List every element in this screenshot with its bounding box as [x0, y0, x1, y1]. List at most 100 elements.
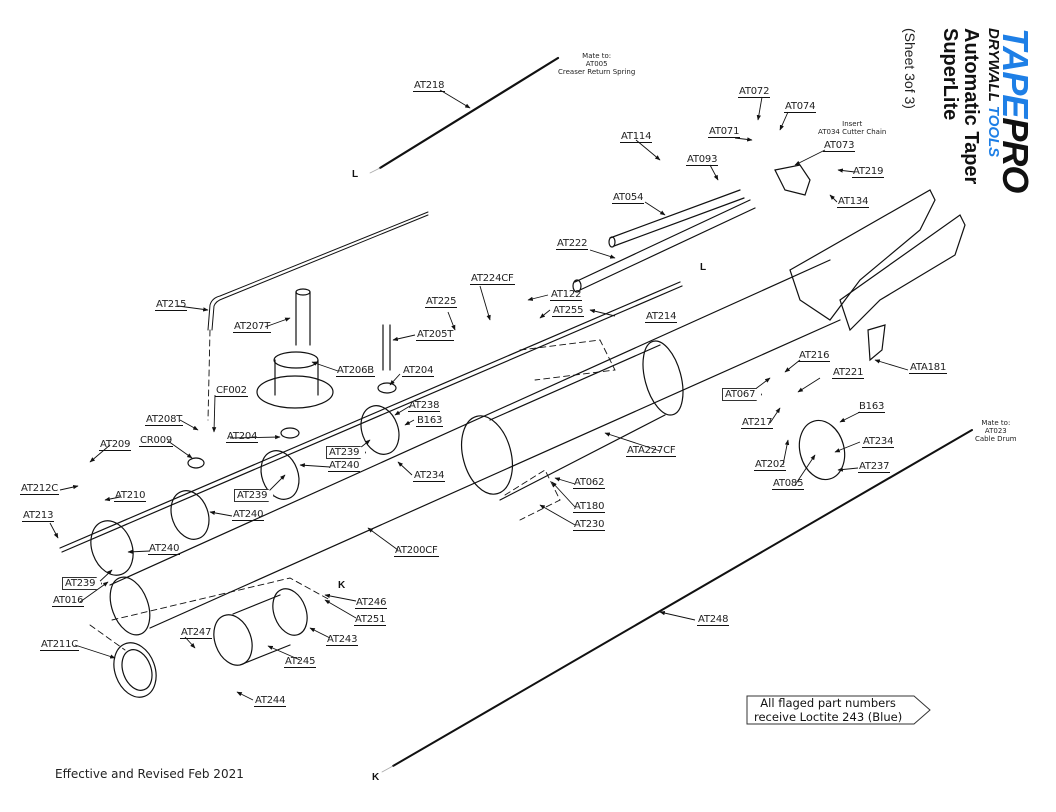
pin-at205t	[382, 324, 391, 371]
ring-at238	[360, 405, 400, 455]
cap-at243	[272, 588, 308, 636]
part-label-at072[interactable]: AT072	[738, 86, 771, 98]
part-label-at237[interactable]: AT237	[858, 461, 891, 473]
ring-at240-a	[90, 520, 134, 576]
part-label-at219[interactable]: AT219	[852, 166, 885, 178]
part-label-at073[interactable]: AT073	[823, 140, 856, 152]
part-label-at240[interactable]: AT240	[328, 460, 361, 472]
part-label-ata181[interactable]: ATA181	[909, 362, 948, 374]
part-label-at248[interactable]: AT248	[697, 614, 730, 626]
loctite-note: All flaged part numbers receive Loctite …	[746, 695, 931, 725]
part-label-at212c[interactable]: AT212C	[20, 483, 60, 495]
tube-at222	[574, 199, 756, 291]
part-label-at202[interactable]: AT202	[754, 459, 787, 471]
part-label-at218[interactable]: AT218	[413, 80, 446, 92]
part-label-at240[interactable]: AT240	[232, 509, 265, 521]
part-label-at245[interactable]: AT245	[284, 656, 317, 668]
part-label-at255[interactable]: AT255	[552, 305, 585, 317]
ring-at240-c	[260, 450, 300, 500]
shaft-at207t	[295, 291, 311, 346]
part-label-at067-flagged[interactable]: AT067	[722, 388, 762, 401]
flag-outline	[746, 695, 931, 725]
connection-letter-k: K	[372, 772, 380, 783]
part-label-at239-flagged[interactable]: AT239	[234, 489, 274, 502]
part-label-at243[interactable]: AT243	[326, 634, 359, 646]
part-label-at238[interactable]: AT238	[408, 400, 441, 412]
revision-footer: Effective and Revised Feb 2021	[55, 767, 244, 781]
part-label-at134[interactable]: AT134	[837, 196, 870, 208]
part-label-at114[interactable]: AT114	[620, 131, 653, 143]
part-label-at213[interactable]: AT213	[22, 510, 55, 522]
part-label-at214[interactable]: AT214	[645, 311, 678, 323]
part-label-at122[interactable]: AT122	[550, 289, 583, 301]
part-label-at054[interactable]: AT054	[612, 192, 645, 204]
part-label-at224cf[interactable]: AT224CF	[470, 273, 515, 285]
product-name: Automatic Taper	[960, 28, 982, 185]
connection-letter-k: K	[338, 580, 346, 591]
part-label-at204[interactable]: AT204	[402, 365, 435, 377]
part-label-at180[interactable]: AT180	[573, 501, 606, 513]
part-label-at221[interactable]: AT221	[832, 367, 865, 379]
insert-note-cutter-chain: Insert AT034 Cutter Chain	[818, 120, 887, 136]
wire-at215	[207, 211, 429, 331]
tube-at200cf	[109, 259, 841, 629]
sleeve-at245	[213, 614, 253, 666]
part-label-at247[interactable]: AT247	[180, 627, 213, 639]
connection-letter-l: L	[352, 169, 359, 180]
part-label-at085[interactable]: AT085	[772, 478, 805, 490]
collar-ata227cf	[461, 415, 513, 495]
ring-at240-b	[170, 490, 210, 540]
part-label-at246[interactable]: AT246	[355, 597, 388, 609]
part-label-at239-flagged[interactable]: AT239	[62, 577, 102, 590]
part-label-at209[interactable]: AT209	[99, 439, 132, 451]
drum-at237	[798, 419, 846, 481]
part-label-at215[interactable]: AT215	[155, 299, 188, 311]
part-label-at071[interactable]: AT071	[708, 126, 741, 138]
part-label-at239-flagged[interactable]: AT239	[326, 446, 366, 459]
cap-at211c	[113, 642, 157, 698]
spool-at206b	[256, 375, 334, 409]
part-label-at251[interactable]: AT251	[354, 614, 387, 626]
part-label-b163[interactable]: B163	[416, 415, 444, 427]
part-label-at222[interactable]: AT222	[556, 238, 589, 250]
mate-note-creaser: Mate to: AT005 Creaser Return Spring	[558, 52, 636, 76]
part-label-at206b[interactable]: AT206B	[336, 365, 375, 377]
sheet-number: (Sheet 3of 3)	[902, 28, 918, 109]
part-label-b163[interactable]: B163	[858, 401, 886, 413]
part-label-at016[interactable]: AT016	[52, 595, 85, 607]
part-label-cf002[interactable]: CF002	[215, 385, 248, 397]
rod-at214	[59, 281, 681, 549]
cable-at218	[378, 56, 560, 170]
latch-ata181	[867, 324, 886, 362]
connection-letter-l: L	[700, 262, 707, 273]
part-label-at074[interactable]: AT074	[784, 101, 817, 113]
part-label-ata227cf[interactable]: ATA227CF	[626, 445, 677, 457]
bracket-plate	[789, 189, 936, 321]
part-label-at234[interactable]: AT234	[413, 470, 446, 482]
part-label-at204[interactable]: AT204	[226, 431, 259, 443]
part-label-at211c[interactable]: AT211C	[40, 639, 80, 651]
part-label-at208t[interactable]: AT208T	[145, 414, 184, 426]
mate-note-cable-drum: Mate to: AT023 Cable Drum	[975, 419, 1017, 443]
part-label-at200cf[interactable]: AT200CF	[394, 545, 439, 557]
part-label-at217[interactable]: AT217	[741, 417, 774, 429]
part-label-at205t[interactable]: AT205T	[416, 329, 455, 341]
part-label-cr009[interactable]: CR009	[139, 435, 174, 447]
part-label-at240[interactable]: AT240	[148, 543, 181, 555]
washer-at204-b	[280, 427, 300, 439]
part-label-at225[interactable]: AT225	[425, 296, 458, 308]
model-name: SuperLite	[939, 28, 961, 121]
washer-at204-a	[377, 382, 397, 394]
part-label-at207t[interactable]: AT207T	[233, 321, 272, 333]
part-label-at093[interactable]: AT093	[686, 154, 719, 166]
part-label-at234[interactable]: AT234	[862, 436, 895, 448]
part-label-at216[interactable]: AT216	[798, 350, 831, 362]
tube-at054	[609, 189, 745, 247]
part-label-at062[interactable]: AT062	[573, 477, 606, 489]
cable-at248	[392, 429, 973, 767]
part-label-at244[interactable]: AT244	[254, 695, 287, 707]
part-label-at230[interactable]: AT230	[573, 519, 606, 531]
part-label-at210[interactable]: AT210	[114, 490, 147, 502]
bracket-at073	[774, 164, 811, 196]
